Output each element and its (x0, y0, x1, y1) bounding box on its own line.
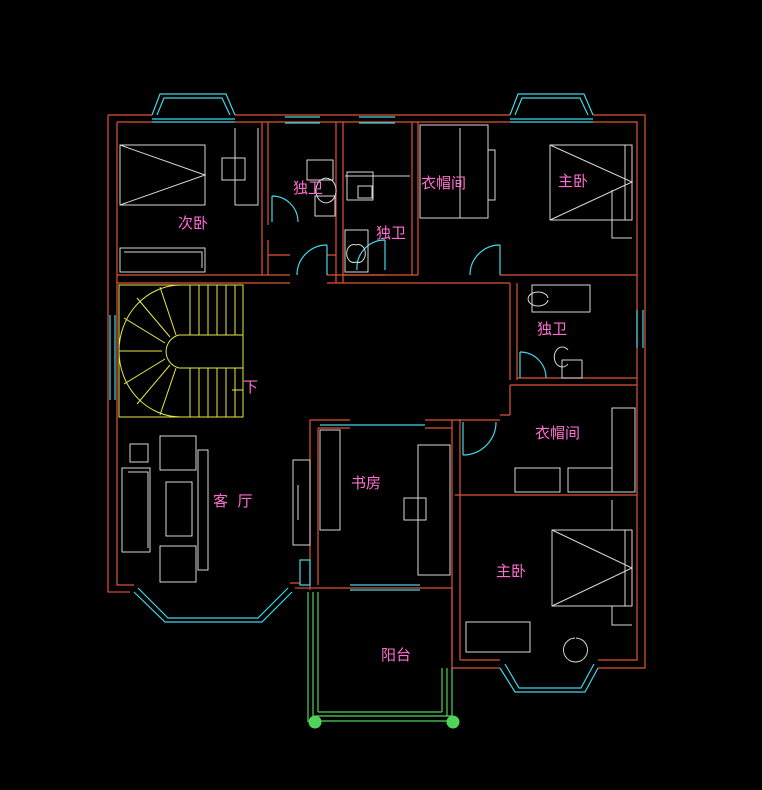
label-master-bedroom-2: 主卧 (496, 562, 526, 580)
furniture (119, 124, 636, 663)
label-private-bath-1: 独卫 (293, 179, 323, 197)
balcony-railing (307, 592, 460, 729)
label-private-bath-3: 独卫 (537, 320, 567, 338)
label-balcony: 阳台 (381, 646, 411, 664)
interior-walls (117, 122, 637, 660)
label-walk-in-closet-2: 衣帽间 (535, 424, 580, 442)
spiral-staircase (118, 284, 244, 418)
room-labels: 次卧 独卫 独卫 衣帽间 主卧 独卫 衣帽间 书房 客 厅 主卧 阳台 下 (178, 172, 588, 664)
label-living-room: 客 厅 (213, 492, 253, 510)
stair-direction-label: 下 (243, 378, 258, 396)
balcony-post-right (446, 715, 460, 729)
label-study: 书房 (351, 474, 381, 492)
label-secondary-bedroom: 次卧 (178, 214, 208, 232)
label-master-bedroom-1: 主卧 (558, 172, 588, 190)
balcony-post-left (308, 715, 322, 729)
label-walk-in-closet-1: 衣帽间 (421, 174, 466, 192)
doors (271, 195, 547, 586)
windows (109, 93, 644, 693)
label-private-bath-2: 独卫 (376, 224, 406, 242)
